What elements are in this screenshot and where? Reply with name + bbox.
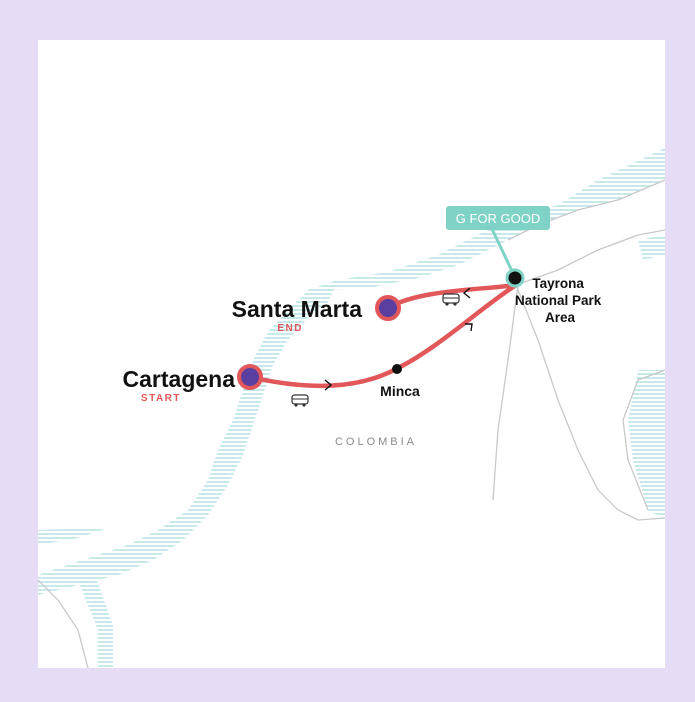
cartagena-label: Cartagena xyxy=(123,366,236,392)
g-for-good-badge: G FOR GOOD xyxy=(446,206,550,272)
tayrona-label-line-2: National Park xyxy=(515,293,602,308)
cartagena-start-tag: START xyxy=(141,393,181,404)
tayrona-label: Tayrona National Park Area xyxy=(515,276,605,325)
country-label: COLOMBIA xyxy=(335,436,417,448)
coastline-hatching xyxy=(38,148,665,668)
minca-label: Minca xyxy=(380,383,420,399)
direction-arrow-icon xyxy=(465,323,473,332)
land-boundaries xyxy=(38,179,665,668)
santa-marta-end-tag: END xyxy=(277,323,303,334)
direction-arrows xyxy=(324,287,473,391)
stop-minca[interactable] xyxy=(392,364,402,374)
bus-icon xyxy=(442,293,460,306)
bus-icon xyxy=(291,394,309,407)
stop-cartagena[interactable] xyxy=(237,364,263,390)
badge-label: G FOR GOOD xyxy=(456,211,541,226)
route-map: G FOR GOOD Cartagena START Santa Marta E… xyxy=(38,148,665,668)
tayrona-label-line-1: Tayrona xyxy=(532,276,584,291)
stop-tayrona[interactable] xyxy=(505,268,525,288)
direction-arrow-icon xyxy=(462,287,471,299)
map-frame: G FOR GOOD Cartagena START Santa Marta E… xyxy=(38,40,665,668)
santa-marta-label: Santa Marta xyxy=(232,296,363,322)
direction-arrow-icon xyxy=(324,379,333,391)
stop-santa-marta[interactable] xyxy=(375,295,401,321)
tayrona-label-line-3: Area xyxy=(545,310,576,325)
